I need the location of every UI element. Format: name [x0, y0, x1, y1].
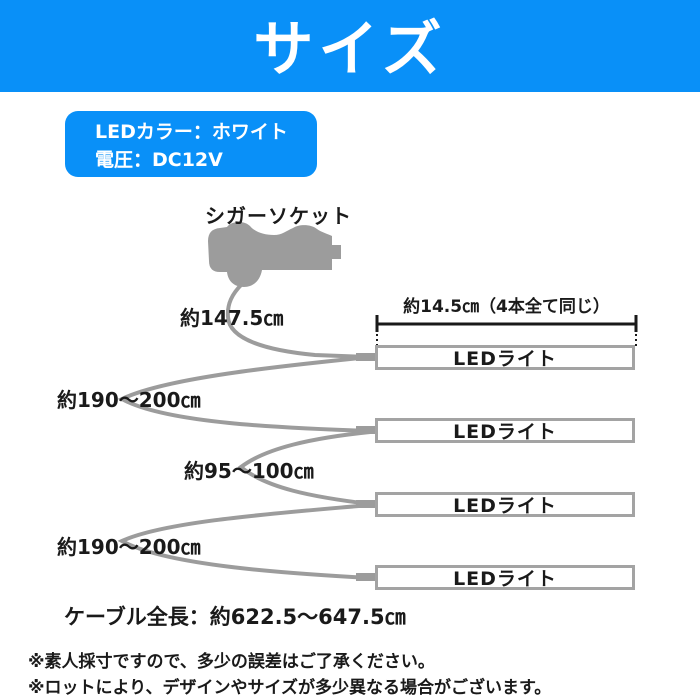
page-title: サイズ [253, 14, 447, 85]
led-light-bar-4: LEDライト [375, 565, 635, 590]
led-light-bar-2: LEDライト [375, 418, 635, 443]
bar3-connector-stub [356, 500, 377, 508]
socket-label: シガーソケット [205, 204, 352, 228]
bar-width-label: 約14.5㎝（4本全て同じ） [403, 297, 610, 317]
led-light-bar-1: LEDライト [375, 345, 635, 370]
cable-length-label-4: 約190～200㎝ [57, 535, 201, 559]
cigarette-lighter-plug-icon [208, 221, 341, 287]
spec-box: LEDカラー：ホワイト 電圧：DC12V [65, 111, 317, 177]
cable-loop-bar2-bar3 [237, 430, 372, 506]
bar1-connector-stub [356, 353, 377, 361]
cable-length-label-2: 約190～200㎝ [57, 388, 201, 412]
bar2-connector-stub [356, 426, 377, 434]
header-banner: サイズ [0, 0, 700, 92]
spec-voltage: 電圧：DC12V [95, 149, 223, 171]
spec-led-color: LEDカラー：ホワイト [95, 121, 288, 143]
cable-length-label-3: 約95～100㎝ [184, 459, 314, 483]
cable-socket-to-bar1 [225, 282, 370, 359]
led-light-bar-3: LEDライト [375, 492, 635, 517]
bar4-connector-stub [356, 573, 377, 581]
cable-loop-bar3-bar4 [117, 503, 372, 580]
footnote-measurement-disclaimer: ※素人採寸ですので、多少の誤差はご了承ください。 [28, 652, 435, 672]
total-cable-length-label: ケーブル全長：約622.5～647.5㎝ [64, 605, 406, 629]
width-measure-bracket [375, 315, 638, 346]
footnote-lot-disclaimer: ※ロットにより、デザインやサイズが多少異なる場合がございます。 [28, 678, 552, 698]
cable-length-label-1: 約147.5㎝ [180, 306, 284, 330]
cable-loop-bar1-bar2 [117, 355, 372, 433]
